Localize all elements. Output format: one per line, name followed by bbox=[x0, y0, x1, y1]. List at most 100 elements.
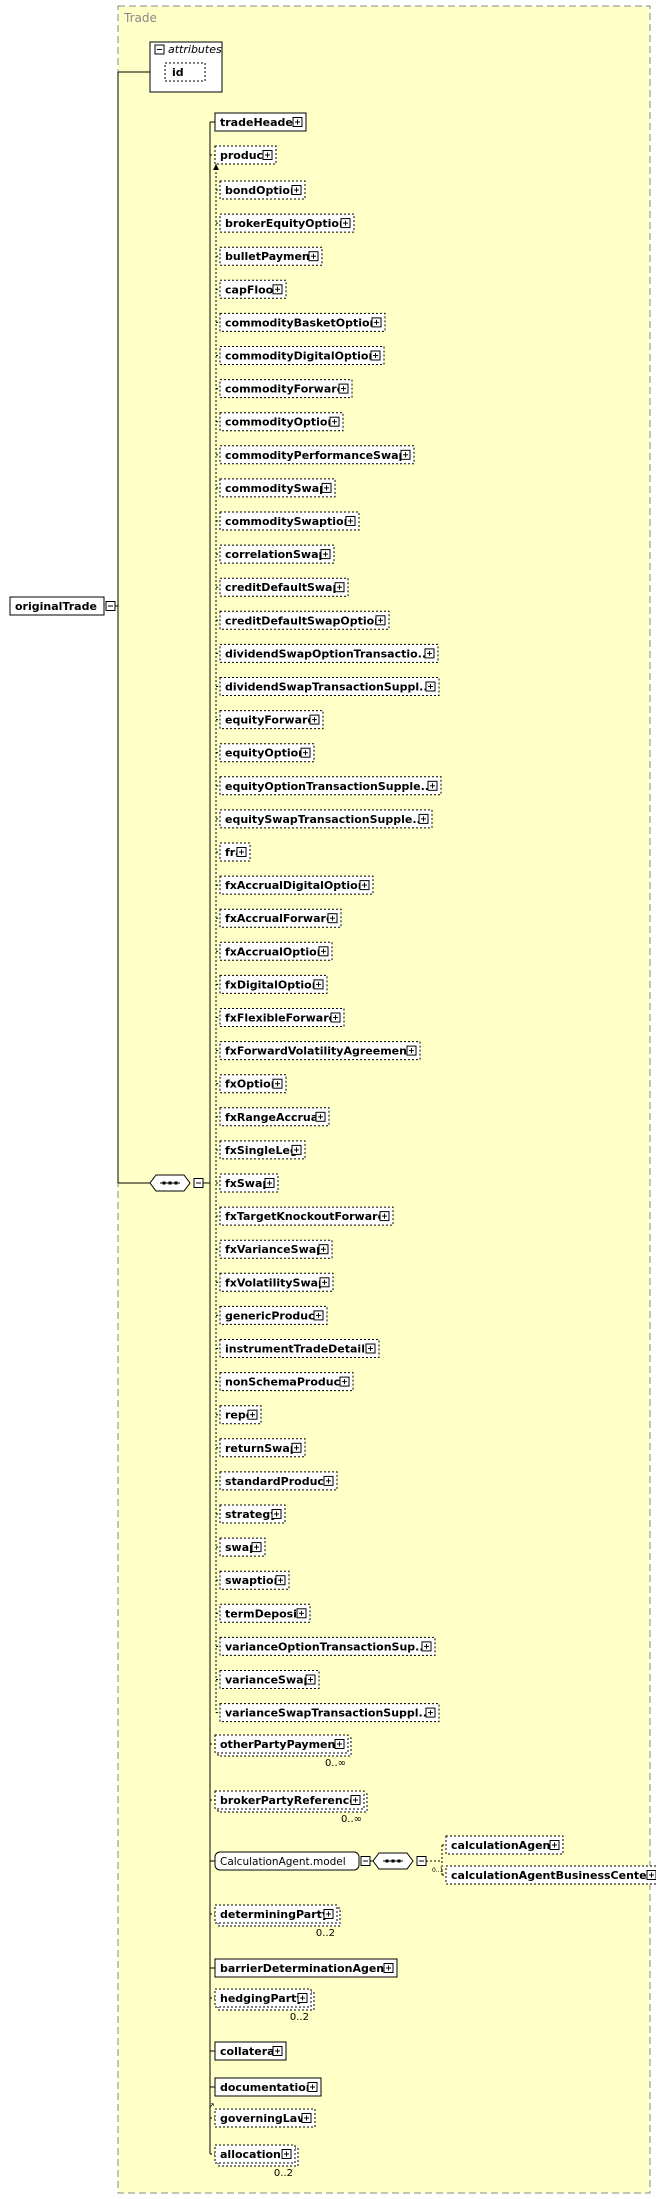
element-calculationagent[interactable]: calculationAgent bbox=[445, 1835, 564, 1855]
element-originaltrade[interactable]: originalTrade bbox=[9, 596, 105, 616]
element-fxtargetknockoutforward-expand-icon[interactable] bbox=[379, 1211, 390, 1222]
element-equityforward-expand-icon[interactable] bbox=[309, 714, 320, 725]
element-correlationswap[interactable]: correlationSwap bbox=[219, 544, 335, 564]
element-brokerpartyreference-expand-icon[interactable] bbox=[350, 1795, 361, 1805]
element-commoditybasketoption-expand-icon[interactable] bbox=[371, 317, 382, 328]
element-swaption-expand-icon[interactable] bbox=[275, 1575, 286, 1586]
element-commodityperformanceswap-expand-icon[interactable] bbox=[400, 449, 411, 460]
element-termdeposit[interactable]: termDeposit bbox=[219, 1603, 311, 1623]
element-product-expand-icon[interactable] bbox=[262, 150, 273, 160]
element-equityforward[interactable]: equityForward bbox=[219, 710, 324, 730]
sequence-compositor[interactable] bbox=[149, 1174, 191, 1192]
element-swap-expand-icon[interactable] bbox=[251, 1542, 262, 1553]
element-standardproduct-expand-icon[interactable] bbox=[323, 1475, 334, 1486]
element-commodityforward-expand-icon[interactable] bbox=[338, 383, 349, 394]
element-documentation-expand-icon[interactable] bbox=[307, 2082, 318, 2092]
element-fxaccrualoption-expand-icon[interactable] bbox=[318, 946, 329, 957]
element-equityswaptransactionsupple[interactable]: equitySwapTransactionSupple... bbox=[219, 809, 433, 829]
element-otherpartypayment[interactable]: otherPartyPayment bbox=[214, 1734, 352, 1757]
element-fxforwardvolatilityagreement-expand-icon[interactable] bbox=[406, 1045, 417, 1056]
element-fra-expand-icon[interactable] bbox=[236, 847, 247, 857]
element-bulletpayment[interactable]: bulletPayment bbox=[219, 246, 323, 266]
element-bondoption[interactable]: bondOption bbox=[219, 180, 306, 200]
element-originaltrade-collapse-icon[interactable] bbox=[105, 601, 116, 611]
element-commodityswaption-expand-icon[interactable] bbox=[345, 516, 356, 526]
element-barrierdeterminationagent[interactable]: barrierDeterminationAgent bbox=[214, 1958, 398, 1978]
element-commodityoption-expand-icon[interactable] bbox=[329, 416, 340, 427]
element-returnswap-expand-icon[interactable] bbox=[291, 1442, 302, 1453]
element-termdeposit-expand-icon[interactable] bbox=[296, 1608, 307, 1619]
element-correlationswap-expand-icon[interactable] bbox=[320, 549, 331, 560]
element-fxaccrualdigitaloption[interactable]: fxAccrualDigitalOption bbox=[219, 875, 374, 895]
element-fxdigitaloption-expand-icon[interactable] bbox=[313, 979, 324, 990]
element-equityoptiontransactionsupple-expand-icon[interactable] bbox=[427, 780, 438, 791]
element-instrumenttradedetails[interactable]: instrumentTradeDetails bbox=[219, 1339, 380, 1358]
element-fxrangeaccrual-expand-icon[interactable] bbox=[315, 1111, 326, 1122]
element-strategy[interactable]: strategy bbox=[219, 1504, 286, 1524]
element-governinglaw[interactable]: governingLaw bbox=[214, 2108, 316, 2128]
element-brokerequityoption[interactable]: brokerEquityOption bbox=[219, 213, 355, 233]
element-calculationagent-expand-icon[interactable] bbox=[549, 1840, 560, 1850]
element-swaption[interactable]: swaption bbox=[219, 1570, 290, 1590]
element-varianceswap[interactable]: varianceSwap bbox=[219, 1670, 320, 1689]
element-commoditydigitaloption-expand-icon[interactable] bbox=[370, 350, 381, 361]
element-fxrangeaccrual[interactable]: fxRangeAccrual bbox=[219, 1107, 330, 1127]
element-creditdefaultswapoption-expand-icon[interactable] bbox=[375, 615, 386, 626]
element-determiningparty-expand-icon[interactable] bbox=[323, 1909, 334, 1919]
element-allocations-expand-icon[interactable] bbox=[281, 2149, 292, 2159]
element-commoditydigitaloption[interactable]: commodityDigitalOption bbox=[219, 346, 385, 365]
element-barrierdeterminationagent-expand-icon[interactable] bbox=[383, 1963, 394, 1973]
element-determiningparty[interactable]: determiningParty bbox=[214, 1904, 341, 1927]
element-varianceswaptransactionsuppl[interactable]: varianceSwapTransactionSuppl... bbox=[219, 1703, 440, 1723]
element-dividendswaptransactionsuppl[interactable]: dividendSwapTransactionSuppl... bbox=[219, 677, 440, 696]
element-otherpartypayment-expand-icon[interactable] bbox=[334, 1739, 345, 1749]
element-nonschemaproduct[interactable]: nonSchemaProduct bbox=[219, 1372, 354, 1392]
element-collateral[interactable]: collateral bbox=[214, 2041, 287, 2061]
element-fxoption[interactable]: fxOption bbox=[219, 1074, 287, 1094]
element-repo-expand-icon[interactable] bbox=[247, 1409, 258, 1420]
element-commodityswaption[interactable]: commoditySwaption bbox=[219, 511, 360, 531]
element-fxvolatilityswap[interactable]: fxVolatilitySwap bbox=[219, 1272, 334, 1292]
element-commodityforward[interactable]: commodityForward bbox=[219, 379, 353, 399]
element-tradeheader-expand-icon[interactable] bbox=[292, 117, 303, 127]
element-fxdigitaloption[interactable]: fxDigitalOption bbox=[219, 974, 328, 994]
calculation-agent-sequence-collapse-icon[interactable] bbox=[416, 1856, 427, 1866]
sequence-compositor-collapse-icon[interactable] bbox=[193, 1178, 204, 1188]
element-commodityperformanceswap[interactable]: commodityPerformanceSwap bbox=[219, 445, 415, 465]
element-standardproduct[interactable]: standardProduct bbox=[219, 1471, 338, 1491]
element-fxaccrualforward[interactable]: fxAccrualForward bbox=[219, 908, 342, 928]
element-fxvolatilityswap-expand-icon[interactable] bbox=[319, 1277, 330, 1288]
element-product[interactable]: product bbox=[214, 145, 277, 165]
element-brokerpartyreference[interactable]: brokerPartyReference bbox=[214, 1790, 368, 1813]
element-documentation[interactable]: documentation bbox=[214, 2077, 322, 2097]
element-hedgingparty[interactable]: hedgingParty bbox=[214, 1988, 315, 2011]
element-fxflexibleforward[interactable]: fxFlexibleForward bbox=[219, 1008, 345, 1027]
element-allocations[interactable]: allocations bbox=[214, 2144, 299, 2167]
element-capfloor[interactable]: capFloor bbox=[219, 279, 287, 299]
element-varianceswaptransactionsuppl-expand-icon[interactable] bbox=[425, 1707, 436, 1718]
element-fxaccrualoption[interactable]: fxAccrualOption bbox=[219, 941, 333, 961]
element-varianceoptiontransactionsup[interactable]: varianceOptionTransactionSup... bbox=[219, 1636, 436, 1656]
element-fxvarianceswap[interactable]: fxVarianceSwap bbox=[219, 1239, 333, 1259]
element-equityoptiontransactionsupple[interactable]: equityOptionTransactionSupple... bbox=[219, 776, 442, 796]
element-fxsingleleg-expand-icon[interactable] bbox=[291, 1144, 302, 1155]
element-collateral-expand-icon[interactable] bbox=[272, 2046, 283, 2056]
element-varianceoptiontransactionsup-expand-icon[interactable] bbox=[421, 1641, 432, 1652]
element-fxswap[interactable]: fxSwap bbox=[219, 1173, 279, 1193]
element-hedgingparty-expand-icon[interactable] bbox=[297, 1993, 308, 2003]
group-calculation-agent-model[interactable]: CalculationAgent.model bbox=[214, 1851, 360, 1871]
element-commodityswap[interactable]: commoditySwap bbox=[219, 478, 336, 498]
element-dividendswaptransactionsuppl-expand-icon[interactable] bbox=[425, 681, 436, 692]
element-commoditybasketoption[interactable]: commodityBasketOption bbox=[219, 312, 386, 332]
element-creditdefaultswap-expand-icon[interactable] bbox=[334, 582, 345, 593]
element-genericproduct-expand-icon[interactable] bbox=[313, 1310, 324, 1321]
element-fxforwardvolatilityagreement[interactable]: fxForwardVolatilityAgreement bbox=[219, 1041, 421, 1061]
element-instrumenttradedetails-expand-icon[interactable] bbox=[365, 1343, 376, 1354]
element-equityoption-expand-icon[interactable] bbox=[300, 747, 311, 758]
element-bulletpayment-expand-icon[interactable] bbox=[308, 251, 319, 262]
element-strategy-expand-icon[interactable] bbox=[271, 1509, 282, 1519]
element-equityswaptransactionsupple-expand-icon[interactable] bbox=[418, 813, 429, 824]
element-commodityoption[interactable]: commodityOption bbox=[219, 412, 344, 432]
element-fxtargetknockoutforward[interactable]: fxTargetKnockoutForward bbox=[219, 1206, 394, 1226]
element-equityoption[interactable]: equityOption bbox=[219, 743, 315, 763]
